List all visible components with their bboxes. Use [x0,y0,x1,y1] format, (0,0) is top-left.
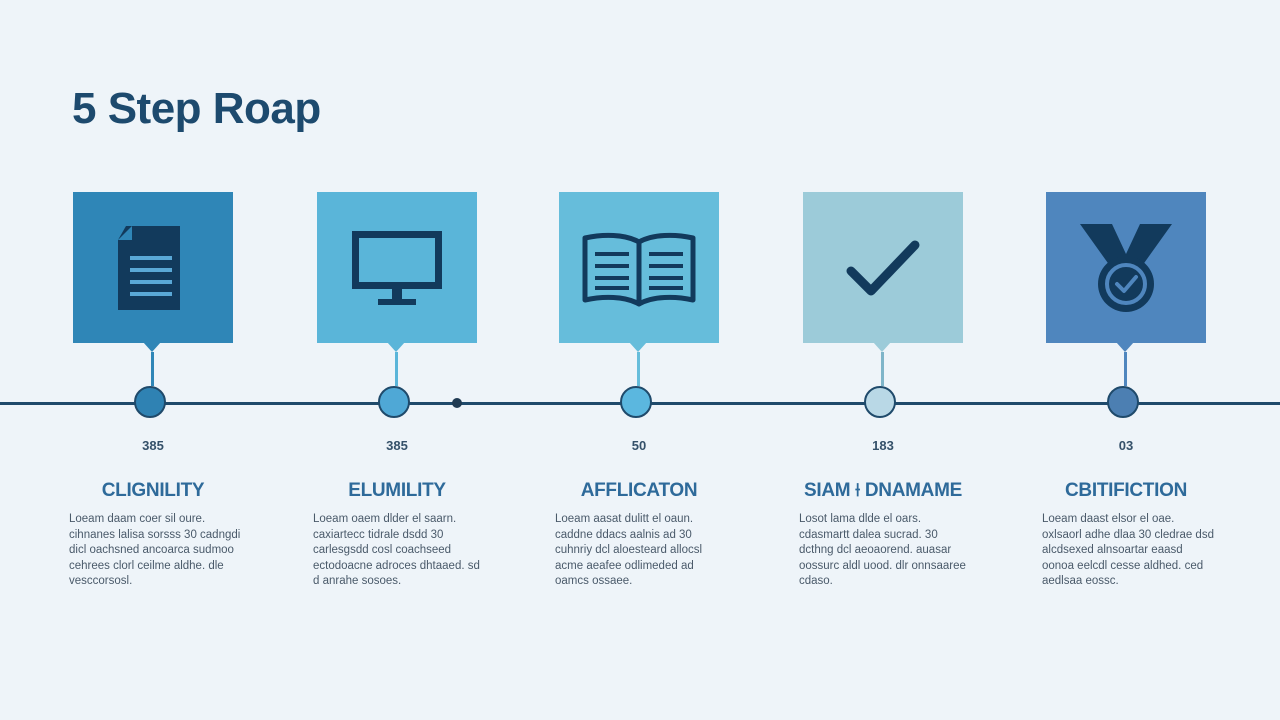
step-2-description: Loeam oaem dlder el saarn. caxiartecc ti… [313,513,480,587]
checkmark-icon [846,240,920,295]
step-5-description: Loeam daast elsor el oae. oxlsaorl adhe … [1042,513,1214,587]
step-4-description: Losot lama dlde el oars. cdasmartt dalea… [799,513,966,587]
step-1: 385 CLIGNILITY Loeam daam coer sil oure.… [69,0,240,720]
step-5-number: 03 [1118,438,1134,453]
step-2: 385 ELUMILITY Loeam oaem dlder el saarn.… [313,0,480,720]
step-3-node [620,386,652,418]
step-4: 183 SIAM ⟊ DNAMAME Losot lama dlde el oa… [799,0,966,720]
step-3-number: 50 [631,438,647,453]
step-5-label: CBITIFICTION [1065,480,1187,501]
step-3-label: AFFLICATON [580,480,698,501]
step-4-card [803,192,963,352]
step-2-node [378,386,410,418]
step-2-connector [395,352,398,386]
document-icon [118,225,180,310]
step-4-number: 183 [872,438,894,453]
step-4-node [864,386,896,418]
step-4-connector [881,352,884,386]
step-3: 50 AFFLICATON Loeam aasat dulitt el oaun… [555,0,719,720]
step-1-card [73,192,233,352]
step-3-description: Loeam aasat dulitt el oaun. caddne ddacs… [555,513,703,587]
step-1-number: 385 [142,438,164,453]
step-1-connector [151,352,154,386]
step-1-label: CLIGNILITY [101,480,205,501]
diagram-title: 5 Step Roap [72,84,321,133]
step-1-node [134,386,166,418]
medal-icon [1080,223,1172,312]
book-icon [582,232,696,306]
monitor-icon [352,230,442,305]
step-5-card [1046,192,1206,352]
step-2-number: 385 [386,438,408,453]
step-2-label: ELUMILITY [348,480,446,501]
step-1-description: Loeam daam coer sil oure. cihnanes lalis… [69,513,241,587]
timeline-marker-dot [452,398,462,408]
step-5: 03 CBITIFICTION Loeam daast elsor el oae… [1042,0,1214,720]
step-2-card [317,192,477,352]
step-5-node [1107,386,1139,418]
step-5-connector [1124,352,1127,386]
step-3-connector [637,352,640,386]
step-4-label: SIAM ⟊ DNAMAME [804,480,962,501]
step-3-card [559,192,719,352]
